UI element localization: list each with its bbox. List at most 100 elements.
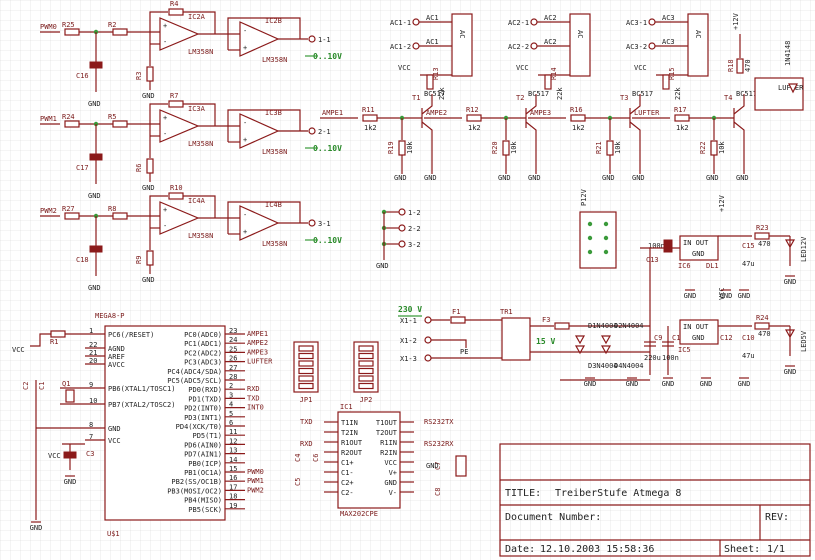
resistor-value: 470 bbox=[758, 330, 771, 338]
mcu-pin-name: PD7(AIN1) bbox=[184, 451, 222, 459]
resistor-ref: R18 bbox=[727, 59, 735, 72]
fan-resistor bbox=[736, 58, 744, 74]
wire bbox=[149, 11, 168, 44]
wire bbox=[227, 201, 301, 234]
mcu-pin-num: 16 bbox=[229, 474, 237, 482]
gnd-label: GND bbox=[64, 478, 77, 486]
vcc-label: VCC bbox=[12, 346, 25, 354]
gnd-label: GND bbox=[700, 380, 713, 388]
output-pin-label: 1-1 bbox=[318, 36, 331, 44]
mcu-pin-num: 18 bbox=[229, 493, 237, 501]
ac-connector-pin bbox=[530, 18, 538, 26]
resistor-value: 1k2 bbox=[676, 124, 689, 132]
header-pin bbox=[587, 221, 593, 227]
fuse-ref: F3 bbox=[542, 316, 550, 324]
opamp-plus: + bbox=[163, 22, 167, 30]
resistor-ref: R5 bbox=[108, 113, 116, 121]
opamp-minus: - bbox=[243, 119, 247, 127]
mcu-pin-name: PB6(XTAL1/TOSC1) bbox=[108, 385, 175, 393]
resistor-ref: R10 bbox=[170, 184, 183, 192]
resistor-ref: R27 bbox=[62, 205, 75, 213]
diode-ref: D1N4004 bbox=[588, 322, 618, 330]
pwm-input-label: PWM2 bbox=[40, 207, 57, 215]
gnd-label: GND bbox=[394, 174, 407, 182]
jumper-pin bbox=[298, 360, 314, 367]
resistor-ref: R7 bbox=[170, 92, 178, 100]
docnum-label: Document Number: bbox=[505, 512, 601, 523]
opto-label: AC bbox=[694, 30, 702, 38]
mcu-pin-num: 23 bbox=[229, 327, 237, 335]
ic-pin-name: T2OUT bbox=[376, 429, 398, 437]
capacitor-value: 47u bbox=[742, 352, 755, 360]
capacitor-value: 100n bbox=[662, 354, 679, 362]
driver-net-label: AMPE2 bbox=[426, 109, 447, 117]
mcu-pin-name: PB0(ICP) bbox=[188, 460, 222, 468]
ic-pin-name: R2OUT bbox=[341, 449, 363, 457]
resistor-value: 22k bbox=[438, 87, 446, 100]
header-block bbox=[579, 211, 617, 269]
wire bbox=[183, 103, 216, 126]
base-resistor bbox=[570, 114, 586, 122]
mcu-pin-name: PC6(/RESET) bbox=[108, 331, 154, 339]
resistor-value: 10k bbox=[406, 141, 414, 154]
gnd-label: GND bbox=[602, 174, 615, 182]
opamp-part: LM358N bbox=[262, 56, 287, 64]
resistor-ref: R9 bbox=[135, 256, 143, 264]
mcu-pin-num: 24 bbox=[229, 336, 237, 344]
crystal bbox=[65, 389, 75, 403]
mcu-pin-name: GND bbox=[108, 425, 121, 433]
mains-connector-pin bbox=[424, 336, 432, 344]
resistor-value: 10k bbox=[718, 141, 726, 154]
mcu-pin-num: 20 bbox=[89, 357, 97, 365]
transistor-type: BC517 bbox=[424, 90, 445, 98]
mcu-pin-name: VCC bbox=[108, 437, 121, 445]
mcu-pin-num: 25 bbox=[229, 345, 237, 353]
capacitor-ref: C3 bbox=[86, 450, 94, 458]
regulator-gnd: GND bbox=[692, 250, 705, 258]
mcu-pin-name: AREF bbox=[108, 353, 125, 361]
regulator-label: DL1 bbox=[706, 262, 719, 270]
capacitor-value: 220u bbox=[644, 354, 661, 362]
ic-pin-name: V+ bbox=[389, 469, 397, 477]
jumper-pin bbox=[358, 367, 374, 375]
mcu-pin-num: 4 bbox=[229, 401, 233, 409]
input-resistor bbox=[64, 120, 80, 128]
gnd-resistor bbox=[146, 66, 154, 82]
mcu-pin-name: PC0(ADC0) bbox=[184, 331, 222, 339]
vcc-label: VCC bbox=[516, 64, 529, 72]
ac-connector-pin bbox=[412, 18, 420, 26]
ac-connector-pin bbox=[530, 42, 538, 50]
jumper-pin bbox=[358, 345, 374, 352]
gnd-label: GND bbox=[684, 292, 697, 300]
ac-net-label: AC2 bbox=[544, 38, 557, 46]
mcu-pin-num: 27 bbox=[229, 364, 237, 372]
capacitor-ref: C5 bbox=[294, 478, 302, 486]
resistor-ref: R19 bbox=[387, 141, 395, 154]
secondary-voltage-label: 15 V bbox=[536, 337, 555, 346]
mcu-pin-name: PD4(XCK/T0) bbox=[176, 423, 222, 431]
resistor-ref: R16 bbox=[570, 106, 583, 114]
pulldown-resistor bbox=[606, 140, 614, 156]
transistor-emitter bbox=[733, 121, 745, 174]
output-connector-pin bbox=[308, 35, 316, 43]
resistor-value: 10k bbox=[510, 141, 518, 154]
mcu-pin-name: PD3(INT1) bbox=[184, 414, 222, 422]
ic-pin-name: T2IN bbox=[341, 429, 358, 437]
mcu-pin-num: 8 bbox=[89, 421, 93, 429]
opamp-ref: IC4B bbox=[265, 201, 282, 209]
gnd-label: GND bbox=[632, 174, 645, 182]
header-pin bbox=[603, 235, 609, 241]
capacitor-ref: C13 bbox=[646, 256, 659, 264]
resistor-value: 10k bbox=[614, 141, 622, 154]
series-resistor bbox=[112, 212, 128, 220]
opamp-plus: + bbox=[243, 136, 247, 144]
gnd-label: GND bbox=[142, 184, 155, 192]
gnd-label: GND bbox=[738, 380, 751, 388]
opamp-1 bbox=[159, 201, 200, 235]
capacitor-value: 100n bbox=[648, 242, 665, 250]
output-range-label: 0..10V bbox=[313, 236, 342, 245]
ic-pin-name: C2- bbox=[341, 489, 354, 497]
capacitor-ref: C16 bbox=[76, 72, 89, 80]
mcu-pin-name: PC3(ADC3) bbox=[184, 359, 222, 367]
title-label: TITLE: bbox=[505, 488, 541, 499]
